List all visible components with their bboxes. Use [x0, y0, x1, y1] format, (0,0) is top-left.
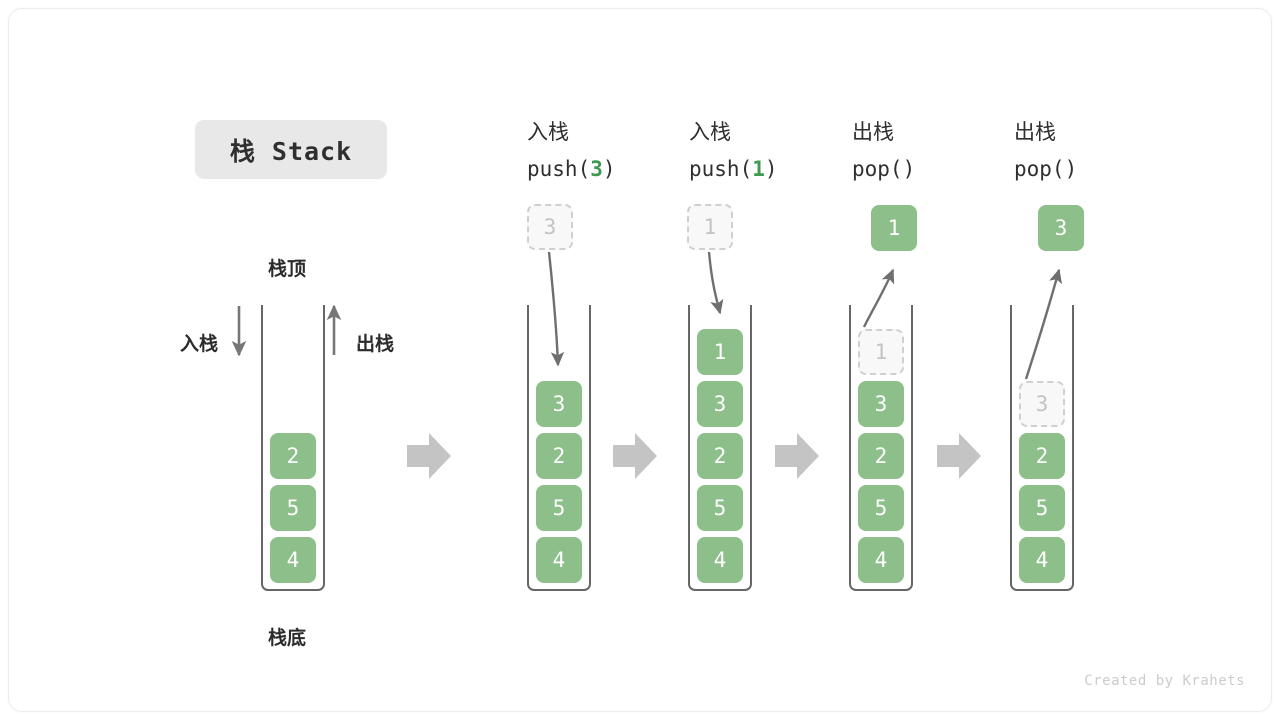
code-arg: 1 [752, 157, 765, 181]
title-text: 栈 Stack [229, 136, 353, 166]
stack-cell: 2 [536, 433, 582, 479]
stack-cell: 5 [858, 485, 904, 531]
column-heading-pop-1: 出栈 pop() [852, 114, 915, 188]
stack-cell-ghost: 3 [1019, 381, 1065, 427]
watermark: Created by Krahets [1084, 673, 1245, 689]
stack-cell: 4 [858, 537, 904, 583]
stack-cell: 5 [697, 485, 743, 531]
stack-cell: 3 [697, 381, 743, 427]
popped-cell: 3 [1038, 205, 1084, 251]
diagram-stage: 栈 Stack 栈顶 栈底 入栈 出栈 2 5 4 入栈 push(3) 3 3… [9, 9, 1271, 711]
stack-cell: 4 [1019, 537, 1065, 583]
stack-cell: 5 [536, 485, 582, 531]
column-heading-cn: 出栈 [852, 120, 894, 144]
flow-arrow-1 [407, 433, 451, 479]
popped-cell: 1 [871, 205, 917, 251]
title-badge: 栈 Stack [195, 120, 387, 179]
stack-cell: 5 [1019, 485, 1065, 531]
code-fn: push( [527, 157, 591, 181]
stack-cell: 4 [536, 537, 582, 583]
stack-cell: 2 [858, 433, 904, 479]
column-heading-cn: 入栈 [527, 120, 569, 144]
column-heading-code: push(3) [527, 151, 616, 188]
push-side-label: 入栈 [180, 334, 219, 355]
column-heading-cn: 入栈 [689, 120, 731, 144]
stack-bottom-label: 栈底 [268, 628, 307, 649]
flow-arrow-4 [937, 433, 981, 479]
stack-cell: 4 [270, 537, 316, 583]
column-heading-pop-3: 出栈 pop() [1014, 114, 1077, 188]
incoming-ghost-cell: 1 [687, 204, 733, 250]
stack-cell: 3 [536, 381, 582, 427]
push-motion-arrow-1 [707, 251, 724, 315]
column-heading-code: pop() [1014, 157, 1078, 181]
stack-top-label: 栈顶 [268, 259, 307, 280]
stack-cell: 2 [697, 433, 743, 479]
stack-channel-pop-3 [1010, 305, 1074, 591]
incoming-ghost-cell: 3 [527, 204, 573, 250]
stack-channel-push-3 [527, 305, 591, 591]
flow-arrow-3 [775, 433, 819, 479]
diagram-card: 栈 Stack 栈顶 栈底 入栈 出栈 2 5 4 入栈 push(3) 3 3… [8, 8, 1272, 712]
code-paren: ) [602, 157, 616, 181]
code-paren: ) [764, 157, 778, 181]
stack-cell: 3 [858, 381, 904, 427]
column-heading-code: pop() [852, 157, 916, 181]
stack-cell: 5 [270, 485, 316, 531]
stack-channel-initial [261, 305, 325, 591]
code-arg: 3 [590, 157, 603, 181]
stack-cell: 2 [1019, 433, 1065, 479]
stack-cell: 1 [697, 329, 743, 375]
flow-arrow-2 [613, 433, 657, 479]
stack-cell-ghost: 1 [858, 329, 904, 375]
column-heading-push-3: 入栈 push(3) [527, 114, 616, 188]
column-heading-code: push(1) [689, 151, 778, 188]
code-fn: push( [689, 157, 753, 181]
pop-side-label: 出栈 [356, 334, 395, 355]
stack-cell: 2 [270, 433, 316, 479]
column-heading-push-1: 入栈 push(1) [689, 114, 778, 188]
stack-cell: 4 [697, 537, 743, 583]
column-heading-cn: 出栈 [1014, 120, 1056, 144]
arrows-overlay [231, 251, 1063, 479]
stack-channel-pop-1 [849, 305, 913, 591]
stack-channel-push-1 [688, 305, 752, 591]
